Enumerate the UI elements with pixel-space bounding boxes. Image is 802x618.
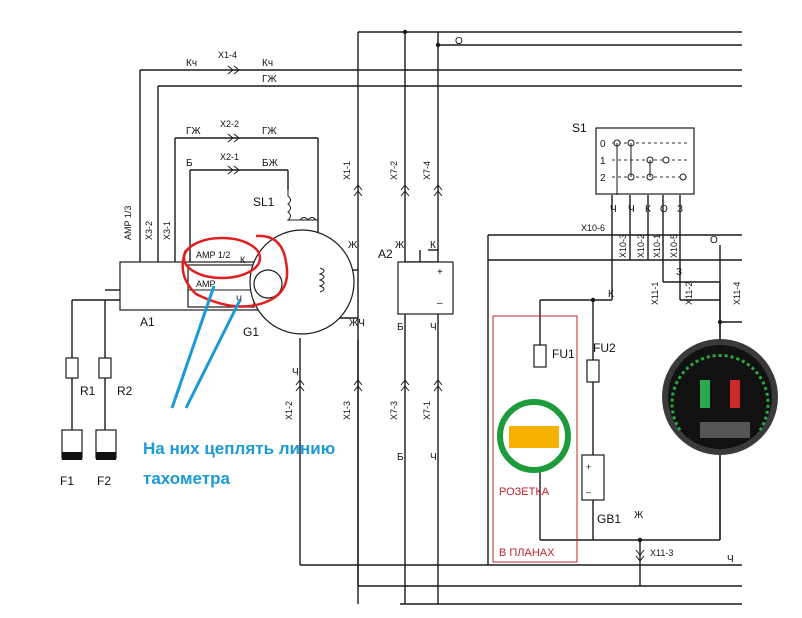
fu2-fuse [586, 359, 600, 383]
conn-x10-6: X10-6 [581, 223, 605, 233]
annotation-line2: тахометра [143, 469, 230, 488]
g1-label: G1 [243, 325, 259, 339]
wire-ch-bottom: Ч [727, 554, 734, 565]
wire-gzh-1: ГЖ [186, 126, 201, 137]
svg-text:+: + [586, 462, 591, 472]
wire-ch-s1b: Ч [628, 204, 635, 215]
s1-pos-1: 1 [600, 156, 606, 167]
f1-label: F1 [60, 474, 74, 488]
wire-o-top: О [455, 36, 463, 47]
wire-o-s1: О [660, 204, 668, 215]
conn-x11-3: X11-3 [650, 548, 673, 558]
wire-kch-1: Кч [186, 58, 197, 69]
conn-x7-3: X7-3 [389, 401, 399, 420]
socket-insert [509, 426, 559, 448]
a2-plus: + [437, 267, 443, 278]
wire-o-right: О [710, 235, 718, 246]
wire-b-a2: Б [397, 322, 404, 333]
wire-zh-g1: Ж [348, 240, 358, 251]
wire-z-right: З [676, 267, 682, 278]
wire-zh-a2: Ж [395, 240, 405, 251]
socket-label: РОЗЕТКА [499, 486, 550, 498]
wire-ch-a2: Ч [430, 322, 437, 333]
conn-x7-4: X7-4 [422, 161, 432, 180]
main-wires [71, 31, 742, 605]
a1-amp-lower-label: AMP [196, 279, 216, 289]
red-highlight [181, 234, 289, 308]
wire-zhch-g1: ЖЧ [349, 318, 365, 329]
s1-switch: S1 0 1 2 [572, 121, 695, 195]
fu1-label: FU1 [552, 347, 575, 361]
g1-generator: G1 [243, 229, 355, 339]
f2-label: F2 [97, 474, 111, 488]
wire-zh-gb1: Ж [634, 510, 644, 521]
wire-b-low: Б [397, 452, 404, 463]
socket-panel: РОЗЕТКА В ПЛАНАХ [492, 315, 578, 563]
amp13-label: AMP 1/3 [123, 206, 133, 240]
r1-label: R1 [80, 384, 96, 398]
x3-1-label: X3-1 [162, 221, 172, 240]
conn-x11-4: X11-4 [732, 282, 742, 305]
conn-x10-2: X10-2 [636, 234, 646, 258]
wire-gzh-2: ГЖ [262, 126, 277, 137]
svg-text:–: – [586, 487, 591, 497]
x3-2-label: X3-2 [144, 221, 154, 240]
resistors-sensors: R1 R2 F1 F2 [60, 357, 133, 488]
a2-minus: – [437, 298, 443, 309]
conn-x10-1: X10-1 [652, 234, 662, 258]
tachometer-gauge [662, 339, 778, 455]
a1-ch-label: Ч [236, 294, 242, 304]
s1-label: S1 [572, 121, 587, 135]
wire-k-fu: К [608, 289, 614, 300]
conn-x1-3: X1-3 [342, 401, 352, 420]
wire-bzh-1: БЖ [262, 158, 279, 169]
r2-label: R2 [117, 384, 133, 398]
fu2-label: FU2 [593, 341, 616, 355]
conn-x1-4: X1-4 [218, 50, 237, 60]
s1-pos-2: 2 [600, 173, 606, 184]
wire-kch-2: Кч [262, 58, 273, 69]
wire-k-s1: К [645, 204, 651, 215]
gb1-label: GB1 [597, 512, 621, 526]
sl1-starter: SL1 [253, 190, 318, 221]
blue-annotation: На них цеплять линию тахометра [143, 285, 335, 488]
conn-x7-2: X7-2 [389, 161, 399, 180]
conn-x11-2: X11-2 [684, 282, 694, 305]
wire-k-a2: К [430, 240, 436, 251]
conn-x10-3: X10-3 [618, 234, 628, 258]
sl1-label: SL1 [253, 195, 275, 209]
planned-box [492, 315, 578, 563]
wire-gzh-top: ГЖ [262, 74, 277, 85]
conn-x7-1: X7-1 [422, 401, 432, 420]
fu1-fuse [533, 344, 547, 368]
wire-b-1: Б [186, 158, 193, 169]
a1-k-label: К [240, 255, 246, 265]
wire-ch-low: Ч [430, 452, 437, 463]
wire-ch-s1: Ч [610, 204, 617, 215]
annotation-line1: На них цеплять линию [143, 439, 335, 458]
planned-label: В ПЛАНАХ [499, 547, 555, 559]
s1-pos-0: 0 [600, 139, 606, 150]
a1-label: A1 [140, 315, 155, 329]
connector-chevrons [227, 65, 645, 562]
a2-block: + – A2 [378, 247, 454, 315]
connector-labels: X1-4 X2-2 X2-1 X1-1 X7-2 X7-4 X1-2 X1-3 … [218, 50, 742, 558]
conn-x2-1: X2-1 [220, 152, 239, 162]
gb1-battery [581, 454, 605, 501]
conn-x1-1: X1-1 [342, 161, 352, 180]
wire-z-s1: З [677, 204, 683, 215]
a1-amp12-label: AMP 1/2 [196, 250, 230, 260]
conn-x2-2: X2-2 [220, 119, 239, 129]
fuses-battery: FU1 FU2 + – GB1 [533, 341, 621, 526]
junction-dots [402, 29, 723, 543]
wire-ch-g1: Ч [292, 367, 299, 378]
conn-x1-2: X1-2 [284, 401, 294, 420]
conn-x10-5: X10-5 [669, 234, 679, 258]
a2-label: A2 [378, 247, 393, 261]
conn-x11-1: X11-1 [650, 282, 660, 305]
wire-labels: Кч Кч ГЖ ГЖ ГЖ Б БЖ О Ж ЖЧ Ч Ж К Б Ч Б Ч… [186, 36, 734, 565]
